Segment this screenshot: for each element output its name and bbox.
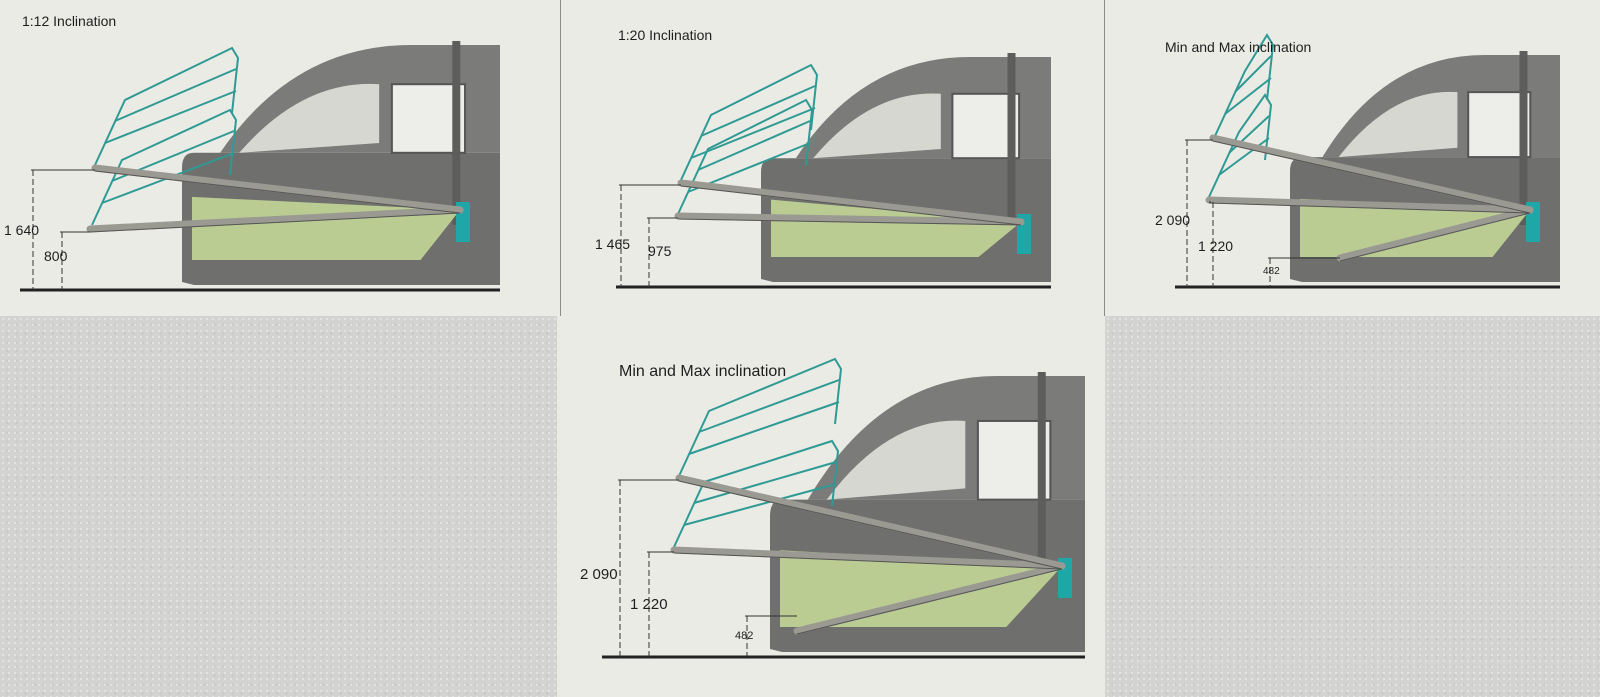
ramp-edge — [89, 212, 461, 233]
dimension-label-min: 1 220 — [630, 596, 668, 613]
dimension-label-max: 2 090 — [580, 566, 618, 583]
ramp-plate — [1336, 206, 1534, 262]
panel-min-max-inclination-large: Min and Max inclination 2 090 1 220 482 — [557, 316, 1105, 697]
dimension-label-top: 1 640 — [4, 222, 40, 238]
railing — [680, 63, 819, 181]
ramp-stow-area — [780, 550, 1062, 627]
bus-ramp-drawing — [1175, 33, 1560, 289]
door-post — [452, 41, 461, 225]
ramp-plate — [670, 546, 1066, 570]
ramp-plate — [677, 179, 1025, 226]
railing — [91, 108, 238, 226]
ramp-plate — [793, 562, 1066, 635]
railing — [678, 357, 843, 477]
panel-title: 1:20 Inclination — [618, 27, 713, 43]
dimension-label-floor: 482 — [1263, 266, 1280, 277]
ramp-plate — [1209, 134, 1534, 214]
panel-1-20-inclination: 1:20 Inclination 1 465 975 — [561, 0, 1104, 316]
dimension-label-max: 2 090 — [1155, 212, 1191, 228]
ramp-edge — [1339, 212, 1531, 262]
divider — [1104, 0, 1105, 316]
dimension-label-top: 1 465 — [595, 236, 631, 252]
ramp-edge — [94, 170, 461, 214]
windshield — [813, 93, 941, 159]
ramp-edge — [677, 218, 1022, 226]
panel-title: Min and Max inclination — [619, 363, 787, 380]
ramp-plate — [1205, 196, 1534, 214]
background-texture — [1105, 316, 1600, 697]
door-post — [1519, 51, 1528, 225]
door-post — [1007, 53, 1016, 226]
railing-bar — [688, 401, 840, 455]
windshield — [826, 420, 966, 500]
panel-title: 1:12 Inclination — [22, 13, 117, 29]
windshield — [1338, 91, 1458, 158]
railing-bar — [1234, 55, 1272, 93]
railing — [673, 439, 840, 548]
ramp-edge — [678, 480, 1063, 570]
ramp-stow-area — [1300, 198, 1530, 257]
background-texture — [0, 316, 557, 697]
railing-bar — [693, 461, 837, 504]
ramp-edge — [1208, 202, 1531, 214]
ramp-plate — [86, 206, 464, 233]
railing-bar — [114, 68, 237, 122]
railing — [94, 46, 240, 166]
railing-bar — [698, 379, 840, 433]
windshield — [239, 83, 380, 153]
dimension-label-bottom: 800 — [44, 248, 68, 264]
railing — [1214, 33, 1275, 137]
railing-bar — [104, 90, 237, 144]
panel-1-12-inclination: 1:12 Inclination 1 640 800 — [0, 0, 560, 316]
door-post — [1037, 372, 1046, 583]
bus-ramp-drawing — [602, 357, 1085, 659]
ramp-stow-area — [771, 199, 1021, 257]
ramp-plate — [675, 474, 1066, 570]
railing-bar — [683, 483, 837, 526]
panel-title: Min and Max inclination — [1165, 39, 1312, 55]
railing — [677, 98, 814, 215]
ramp-edge — [796, 568, 1063, 635]
ramp-edge — [680, 185, 1022, 226]
bus-ramp-drawing — [616, 53, 1051, 289]
divider — [560, 0, 561, 316]
bus-ramp-drawing — [20, 41, 500, 292]
railing-bar — [1224, 77, 1272, 115]
ramp-plate — [674, 212, 1025, 226]
railing — [1208, 93, 1273, 198]
ramp-edge — [673, 552, 1063, 570]
railing-bar — [697, 120, 811, 171]
railing-bar — [1218, 137, 1270, 176]
railing-bar — [700, 85, 816, 137]
railing-bar — [1228, 115, 1270, 154]
railing-bar — [690, 107, 816, 159]
panel-min-max-inclination: Min and Max inclination 2 090 1 220 482 — [1105, 0, 1600, 316]
dimension-label-min: 1 220 — [1198, 238, 1234, 254]
ramp-edge — [1212, 140, 1531, 214]
dimension-label-floor: 482 — [735, 630, 754, 642]
dimension-label-bottom: 975 — [648, 243, 672, 259]
ramp-plate — [91, 164, 464, 214]
